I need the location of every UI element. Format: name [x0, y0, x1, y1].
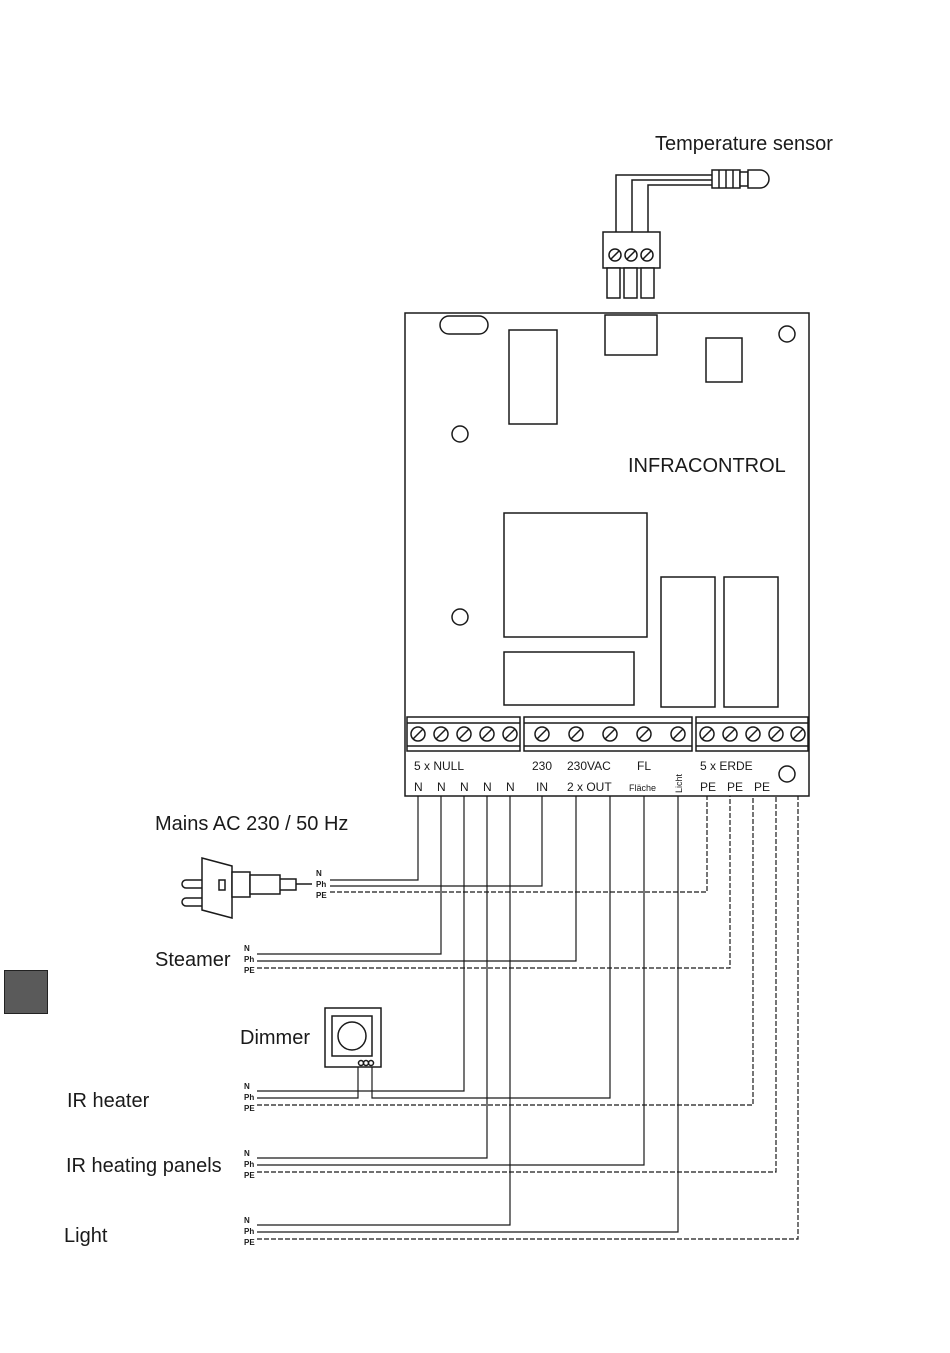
terminal-in: IN	[536, 780, 548, 794]
terminal-flaeche: Fläche	[629, 783, 656, 793]
tag-ph: Ph	[316, 880, 326, 889]
mains-plug	[182, 858, 312, 918]
tag-ph: Ph	[244, 1093, 254, 1102]
controller-name: INFRACONTROL	[628, 455, 786, 477]
page-edge-tab	[4, 970, 48, 1014]
ir-heating-panels-label: IR heating panels	[66, 1155, 222, 1177]
wire-tags-ir-panels: N Ph PE	[244, 1149, 255, 1180]
tag-ph: Ph	[244, 1160, 254, 1169]
terminal-group-fl: FL	[637, 759, 651, 773]
terminal-n-2: N	[437, 780, 446, 794]
terminal-out: 2 x OUT	[567, 780, 612, 794]
terminal-n-3: N	[460, 780, 469, 794]
tag-n: N	[316, 869, 322, 878]
tag-pe: PE	[244, 1104, 255, 1113]
tag-n: N	[244, 944, 250, 953]
wire-tags-light: N Ph PE	[244, 1216, 255, 1247]
terminal-n-4: N	[483, 780, 492, 794]
light-label: Light	[64, 1225, 108, 1247]
dimmer-label: Dimmer	[240, 1027, 310, 1049]
ir-heater-label: IR heater	[67, 1090, 150, 1112]
terminal-n-1: N	[414, 780, 423, 794]
tag-pe: PE	[244, 966, 255, 975]
terminal-pe-3: PE	[754, 780, 770, 794]
terminal-group-null: 5 x NULL	[414, 759, 464, 773]
tag-n: N	[244, 1149, 250, 1158]
terminal-pe-2: PE	[727, 780, 743, 794]
terminal-group-out: 230VAC	[567, 759, 611, 773]
tag-pe: PE	[244, 1238, 255, 1247]
mains-label: Mains AC 230 / 50 Hz	[155, 813, 348, 835]
wire-tags-ir-heater: N Ph PE	[244, 1082, 255, 1113]
terminal-licht: Licht	[674, 773, 684, 793]
terminal-group-erde: 5 x ERDE	[700, 759, 753, 773]
tag-ph: Ph	[244, 955, 254, 964]
dimmer-device	[325, 1008, 381, 1067]
temperature-sensor-label: Temperature sensor	[655, 133, 833, 155]
tag-pe: PE	[244, 1171, 255, 1180]
terminal-n-5: N	[506, 780, 515, 794]
tag-pe: PE	[316, 891, 327, 900]
steamer-label: Steamer	[155, 949, 231, 971]
wire-tags-steamer: N Ph PE	[244, 944, 255, 975]
wire-tags-mains: N Ph PE	[316, 869, 327, 900]
terminal-pe-1: PE	[700, 780, 716, 794]
tag-n: N	[244, 1216, 250, 1225]
tag-n: N	[244, 1082, 250, 1091]
tag-ph: Ph	[244, 1227, 254, 1236]
sensor-connector	[603, 232, 660, 298]
temperature-sensor	[616, 170, 769, 232]
terminal-group-in: 230	[532, 759, 552, 773]
